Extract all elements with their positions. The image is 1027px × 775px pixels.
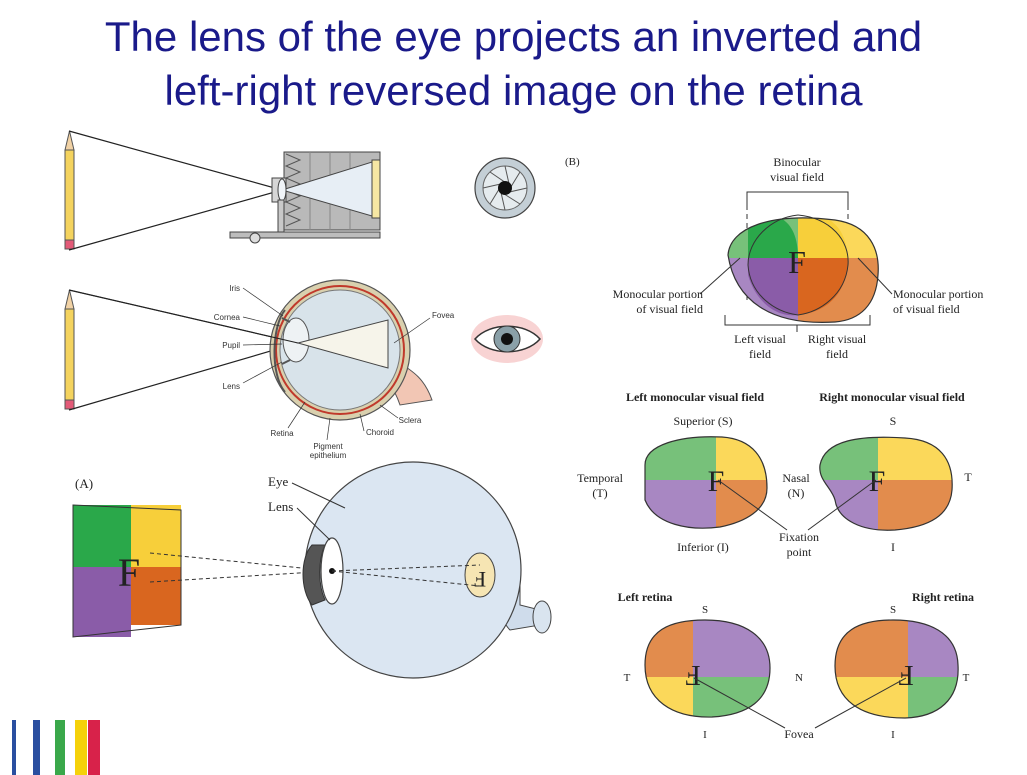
binocular-label-line1: Binocular bbox=[773, 155, 820, 169]
panel-a-label: (A) bbox=[75, 476, 93, 491]
n-label: N bbox=[795, 672, 803, 684]
fixation-label-line2: point bbox=[787, 545, 812, 559]
binocular-label-line2: visual field bbox=[770, 170, 824, 184]
temporal-label-line1: Temporal bbox=[577, 471, 623, 485]
camera-diagram bbox=[65, 131, 380, 250]
right-vf-label-line2: field bbox=[826, 347, 848, 361]
right-t-label: T bbox=[964, 470, 972, 484]
mono-right-label-line1: Monocular portion bbox=[893, 287, 983, 301]
fixation-label-line1: Fixation bbox=[779, 530, 819, 544]
pencil-icon bbox=[65, 290, 74, 409]
cornea-label: Cornea bbox=[214, 313, 241, 322]
pigment-label-line2: epithelium bbox=[310, 451, 347, 460]
left-vf-label-line2: field bbox=[749, 347, 771, 361]
right-vf-label-line1: Right visual bbox=[808, 332, 867, 346]
binocular-letter: F bbox=[788, 244, 806, 280]
aperture-icon bbox=[475, 158, 535, 218]
inferior-label: Inferior (I) bbox=[677, 540, 729, 554]
temporal-label-line2: (T) bbox=[592, 486, 607, 500]
left-vf-label-line1: Left visual bbox=[734, 332, 786, 346]
pupil-label: Pupil bbox=[222, 341, 240, 350]
left-retina-i-label: I bbox=[703, 729, 707, 741]
choroid-label: Choroid bbox=[366, 428, 394, 437]
right-retina-i-label: I bbox=[891, 729, 895, 741]
eyeball-drawing: F bbox=[303, 462, 551, 678]
nasal-label-line1: Nasal bbox=[782, 471, 810, 485]
mono-left-label-line2: of visual field bbox=[636, 302, 703, 316]
f-target-square: F bbox=[73, 505, 181, 637]
panel-b-label: (B) bbox=[565, 156, 580, 168]
pigment-label-line1: Pigment bbox=[313, 442, 343, 451]
left-mono-letter: F bbox=[708, 465, 725, 498]
right-monocular-field bbox=[815, 430, 958, 540]
right-retina-letter: F bbox=[898, 659, 914, 690]
right-i-label: I bbox=[891, 540, 895, 554]
pencil-icon bbox=[65, 131, 74, 249]
right-retina-s-label: S bbox=[890, 604, 896, 616]
logo-bars bbox=[12, 720, 100, 775]
sclera-label: Sclera bbox=[399, 416, 422, 425]
right-retina-title: Right retina bbox=[912, 590, 974, 604]
right-s-label: S bbox=[890, 414, 897, 428]
fovea-label: Fovea bbox=[432, 311, 455, 320]
left-retina-t-label: T bbox=[624, 672, 631, 684]
retinal-image-letter: F bbox=[474, 567, 486, 592]
left-retina-title: Left retina bbox=[618, 590, 673, 604]
right-mono-title: Right monocular visual field bbox=[819, 390, 965, 404]
right-retina-t-label: T bbox=[963, 672, 970, 684]
lens-label: Lens bbox=[223, 382, 240, 391]
mono-left-label-line1: Monocular portion bbox=[613, 287, 703, 301]
left-retina-letter: F bbox=[685, 659, 701, 690]
camera-icon bbox=[230, 152, 380, 243]
eye-label: Eye bbox=[268, 474, 288, 489]
mono-right-label-line2: of visual field bbox=[893, 302, 960, 316]
right-mono-letter: F bbox=[869, 465, 886, 498]
panel-a: (A) F F Eye Le bbox=[73, 462, 551, 678]
superior-label: Superior (S) bbox=[674, 414, 733, 428]
panel-b: (B) Binocular visual field F Monocular p… bbox=[565, 155, 983, 741]
eye-photo-icon bbox=[471, 315, 543, 363]
retina-label: Retina bbox=[270, 429, 294, 438]
nasal-label-line2: (N) bbox=[788, 486, 805, 500]
iris-label: Iris bbox=[229, 284, 240, 293]
fovea-bottom-label: Fovea bbox=[784, 727, 814, 741]
left-mono-title: Left monocular visual field bbox=[626, 390, 764, 404]
panel-a-letter: F bbox=[118, 550, 140, 595]
left-retina-s-label: S bbox=[702, 604, 708, 616]
panel-a-lens-label: Lens bbox=[268, 499, 293, 514]
eye-anatomy-diagram: Iris Cornea Pupil Lens Retina Pigment ep… bbox=[65, 280, 455, 460]
